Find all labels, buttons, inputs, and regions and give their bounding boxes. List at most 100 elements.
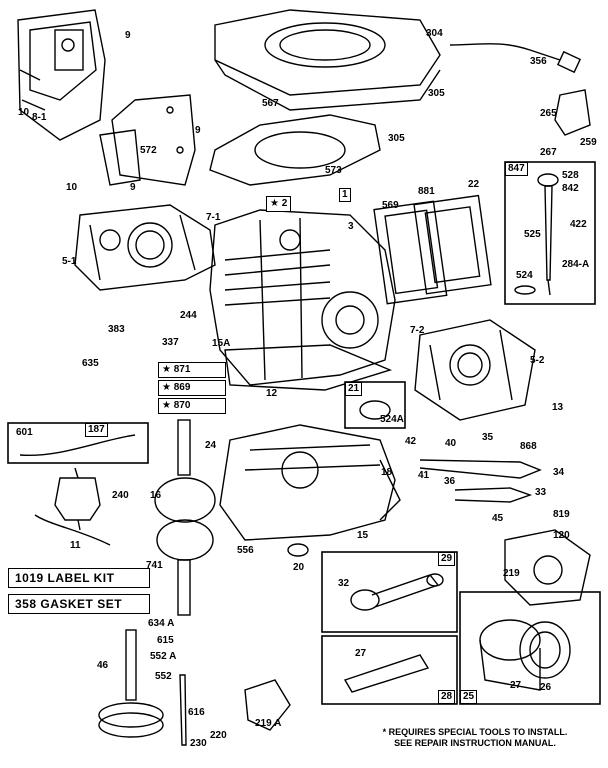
piston-drawing [479, 619, 571, 691]
part-label: 10 [18, 107, 30, 118]
part-label: 383 [108, 324, 125, 335]
cylinder-head-left-drawing [74, 204, 216, 291]
part-label: 616 [188, 707, 205, 718]
part-label: 33 [535, 487, 547, 498]
part-label: 7-1 [206, 212, 221, 223]
ignition-wire-drawing [449, 43, 561, 61]
part-label: 244 [180, 310, 197, 321]
crankcase-drawing [219, 424, 401, 541]
part-label: 219 A [255, 718, 282, 729]
part-label: 552 A [150, 651, 177, 662]
part-label: 634 A [148, 618, 175, 629]
note-line-2: SEE REPAIR INSTRUCTION MANUAL. [394, 738, 556, 748]
star-box-869: ★ 869 [158, 380, 226, 396]
part-label: 524 [516, 270, 533, 281]
part-label: 5-2 [530, 355, 545, 366]
part-label: 16 [150, 490, 162, 501]
group-tag-21: 21 [345, 382, 363, 396]
part-label: 26 [540, 682, 552, 693]
part-label: 305 [388, 133, 405, 144]
part-label: 741 [146, 560, 163, 571]
valve-upper-drawing [419, 459, 542, 479]
part-label: 12 [266, 388, 278, 399]
governor-gear-drawing [244, 679, 291, 731]
part-label: 15 [357, 530, 369, 541]
part-label: 35 [482, 432, 494, 443]
part-label: 528 [562, 170, 579, 181]
part-label: 842 [562, 183, 579, 194]
part-label: 7-2 [410, 325, 425, 336]
part-label: 13 [552, 402, 564, 413]
part-label: 34 [553, 467, 565, 478]
camshaft-drawing [98, 629, 164, 738]
part-label: 524A [380, 414, 404, 425]
part-label: 219 [503, 568, 520, 579]
part-label: 881 [418, 186, 435, 197]
blower-housing-drawing [17, 9, 106, 141]
part-label: 46 [97, 660, 109, 671]
part-label: 120 [553, 530, 570, 541]
group-tag-28: 28 [438, 690, 456, 704]
part-label: 305 [428, 88, 445, 99]
part-label: 42 [405, 436, 417, 447]
group-tag-25: 25 [460, 690, 478, 704]
group-tag-187: 187 [85, 423, 108, 437]
part-label: 819 [553, 509, 570, 520]
group-tag-847: 847 [505, 162, 528, 176]
note-line-1: * REQUIRES SPECIAL TOOLS TO INSTALL. [382, 727, 568, 737]
part-label: 220 [210, 730, 227, 741]
part-label: 265 [540, 108, 557, 119]
group-tag-1: 1 [339, 188, 351, 202]
part-label: 20 [293, 562, 305, 573]
part-label: 615 [157, 635, 174, 646]
baffle-plate-drawing [99, 94, 196, 186]
part-label: 45 [492, 513, 504, 524]
part-label: 572 [140, 145, 157, 156]
part-label: 32 [338, 578, 350, 589]
part-label: 27 [510, 680, 522, 691]
part-label: 304 [426, 28, 443, 39]
group-tag-29: 29 [438, 552, 456, 566]
valve-lower-drawing [454, 487, 533, 503]
connecting-rod-drawing [350, 573, 444, 611]
part-label: 40 [445, 438, 457, 449]
piston-pin-drawing [343, 654, 430, 693]
star-box-2: ★ 2 [266, 196, 292, 212]
part-label: 525 [524, 229, 541, 240]
star-box-871: ★ 871 [158, 362, 226, 378]
part-label: 36 [444, 476, 456, 487]
part-label: 230 [190, 738, 207, 749]
part-label: 601 [16, 427, 33, 438]
part-label: 15A [212, 338, 231, 349]
air-guide-drawing [209, 114, 381, 186]
part-label: 259 [580, 137, 597, 148]
breather-drawing [504, 529, 591, 606]
gasket-set-box: 358 GASKET SET [8, 594, 150, 614]
part-label: 337 [162, 337, 179, 348]
fuel-filter-drawing [54, 467, 101, 531]
fuel-line-drawing [34, 514, 111, 546]
part-label: 569 [382, 200, 399, 211]
part-label: 284-A [562, 259, 590, 270]
part-label: 9 [125, 30, 131, 41]
part-label: 868 [520, 441, 537, 452]
part-label: 556 [237, 545, 254, 556]
star-box-870: ★ 870 [158, 398, 226, 414]
part-label: 41 [418, 470, 430, 481]
part-label: 422 [570, 219, 587, 230]
part-label: 567 [262, 98, 279, 109]
part-label: 9 [130, 182, 136, 193]
part-label: 573 [325, 165, 342, 176]
part-label: 11 [70, 540, 81, 551]
part-label: 22 [468, 179, 480, 190]
special-tools-note: * REQUIRES SPECIAL TOOLS TO INSTALL. SEE… [350, 727, 600, 749]
part-label: 9 [195, 125, 201, 136]
part-label: 8-1 [32, 112, 47, 123]
dipstick-drawing [514, 173, 559, 296]
part-label: 356 [530, 56, 547, 67]
part-label: 5-1 [62, 256, 77, 267]
part-label: 3 [348, 221, 354, 232]
part-label: 267 [540, 147, 557, 158]
part-label: 552 [155, 671, 172, 682]
